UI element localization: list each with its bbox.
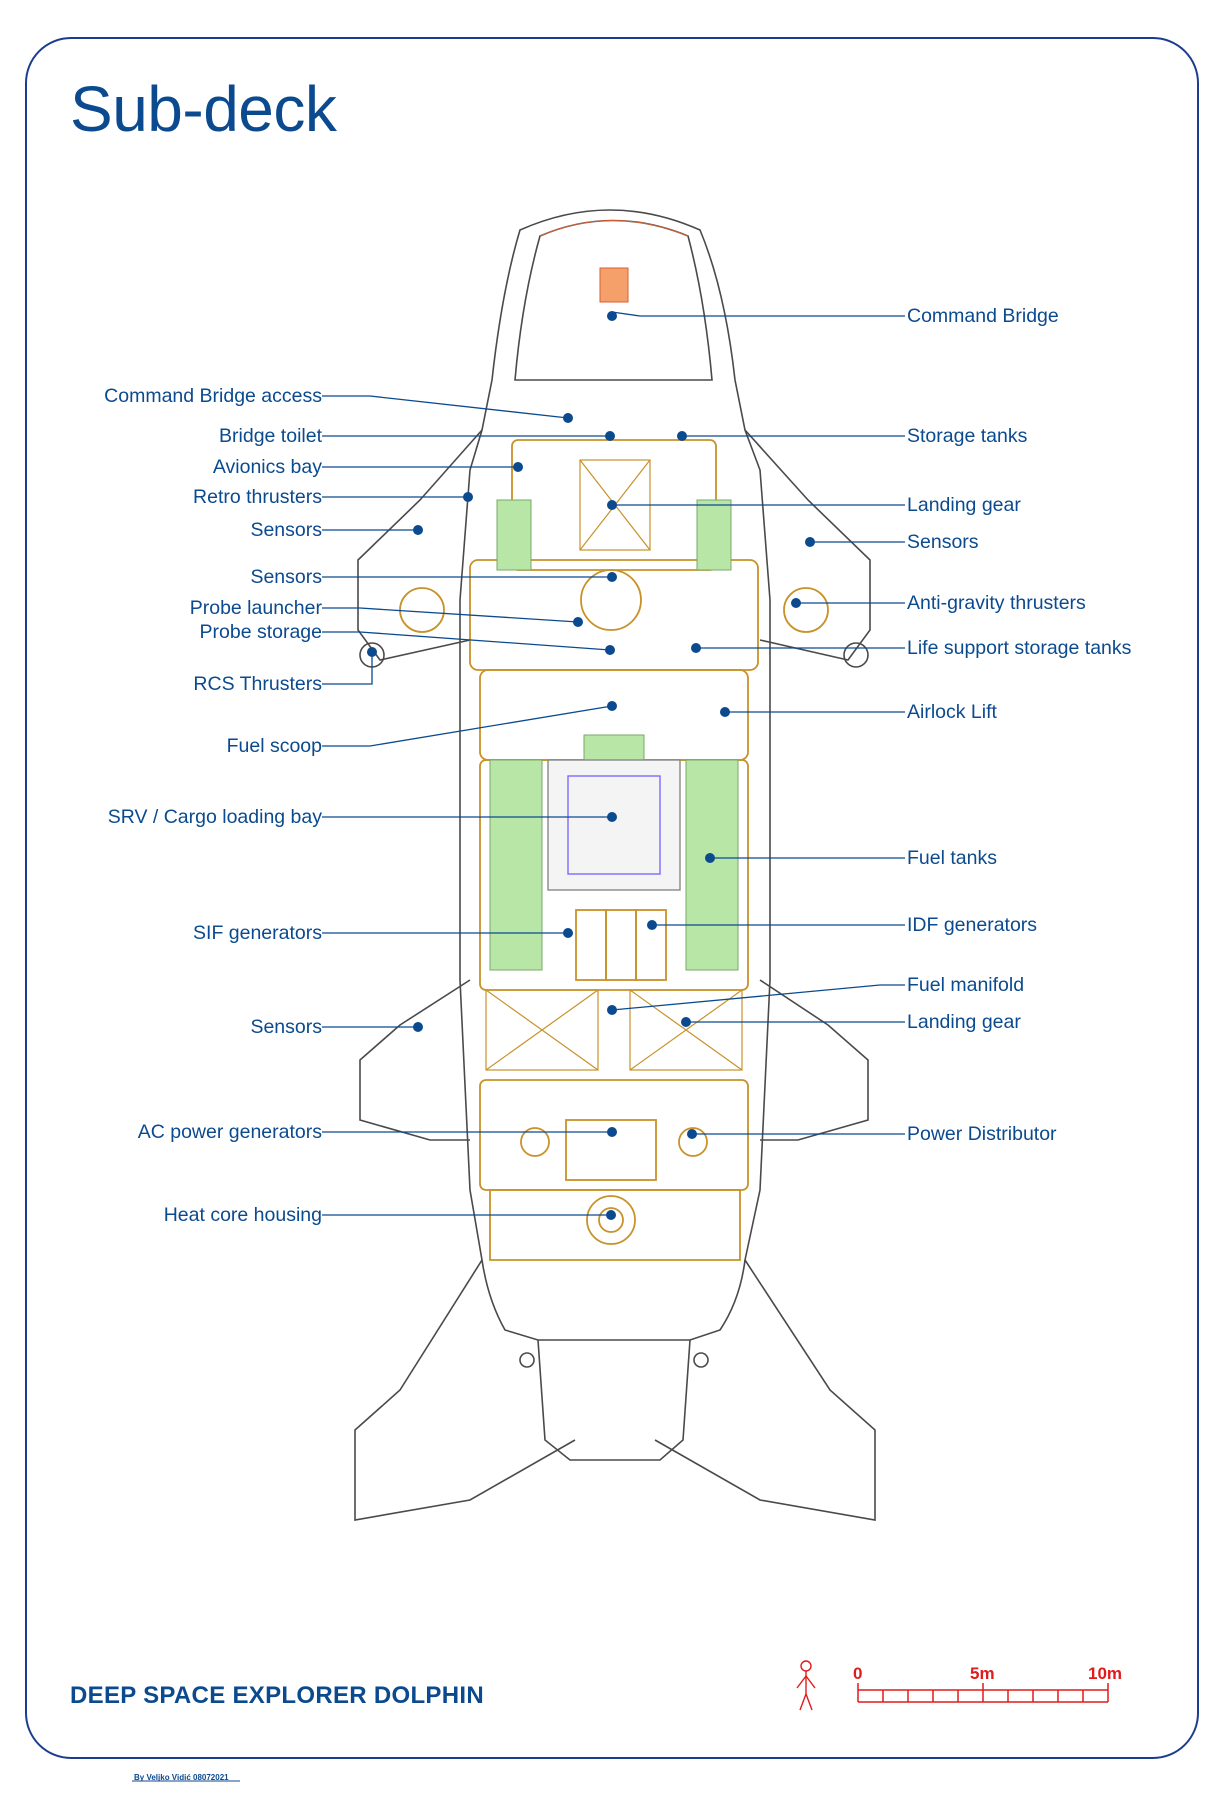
label-airlock-lift: Airlock Lift xyxy=(907,701,997,723)
label-command-bridge: Command Bridge xyxy=(907,305,1059,327)
scale-label-10m: 10m xyxy=(1088,1664,1123,1683)
scale-label-5m: 5m xyxy=(970,1664,995,1683)
page-frame xyxy=(25,37,1199,1759)
label-sif-generators: SIF generators xyxy=(193,922,322,944)
label-probe-storage: Probe storage xyxy=(199,621,323,643)
label-bridge-toilet: Bridge toilet xyxy=(219,425,322,447)
human-figure-icon xyxy=(796,1660,816,1711)
label-sensors-1: Sensors xyxy=(250,519,322,541)
command-bridge-console xyxy=(539,220,689,303)
label-life-support-tanks: Life support storage tanks xyxy=(907,637,1132,659)
ship-name: DEEP SPACE EXPLORER DOLPHIN xyxy=(70,1682,484,1709)
label-fuel-tanks: Fuel tanks xyxy=(907,847,997,869)
label-avionics-bay: Avionics bay xyxy=(212,456,322,478)
label-command-bridge-access: Command Bridge access xyxy=(104,385,322,407)
scale-label-0: 0 xyxy=(853,1664,863,1683)
label-srv-cargo-bay: SRV / Cargo loading bay xyxy=(107,806,322,828)
page-title: Sub-deck xyxy=(70,73,337,145)
label-landing-gear-1: Landing gear xyxy=(907,494,1021,516)
author-credit: By Veljko Vidić 08072021 xyxy=(134,1773,229,1782)
label-sensors-3: Sensors xyxy=(250,1016,322,1038)
label-landing-gear-2: Landing gear xyxy=(907,1011,1021,1033)
cargo-bay xyxy=(547,759,681,891)
label-power-distributor: Power Distributor xyxy=(907,1123,1057,1145)
label-sensors-2: Sensors xyxy=(250,566,322,588)
scale-bar xyxy=(857,1683,1109,1703)
label-heat-core-housing: Heat core housing xyxy=(163,1204,322,1226)
label-retro-thrusters: Retro thrusters xyxy=(193,486,322,508)
leader-dots xyxy=(367,311,815,1220)
label-sensors-right: Sensors xyxy=(907,531,979,553)
label-fuel-manifold: Fuel manifold xyxy=(907,974,1025,996)
fuel-tanks xyxy=(489,499,739,971)
label-anti-gravity-thrusters: Anti-gravity thrusters xyxy=(907,592,1086,614)
label-idf-generators: IDF generators xyxy=(907,914,1038,936)
label-rcs-thrusters: RCS Thrusters xyxy=(193,673,322,695)
label-fuel-scoop: Fuel scoop xyxy=(226,735,322,757)
label-storage-tanks: Storage tanks xyxy=(907,425,1028,447)
leader-lines xyxy=(322,311,905,1216)
label-ac-power-generators: AC power generators xyxy=(137,1121,322,1143)
label-probe-launcher: Probe launcher xyxy=(189,597,322,619)
